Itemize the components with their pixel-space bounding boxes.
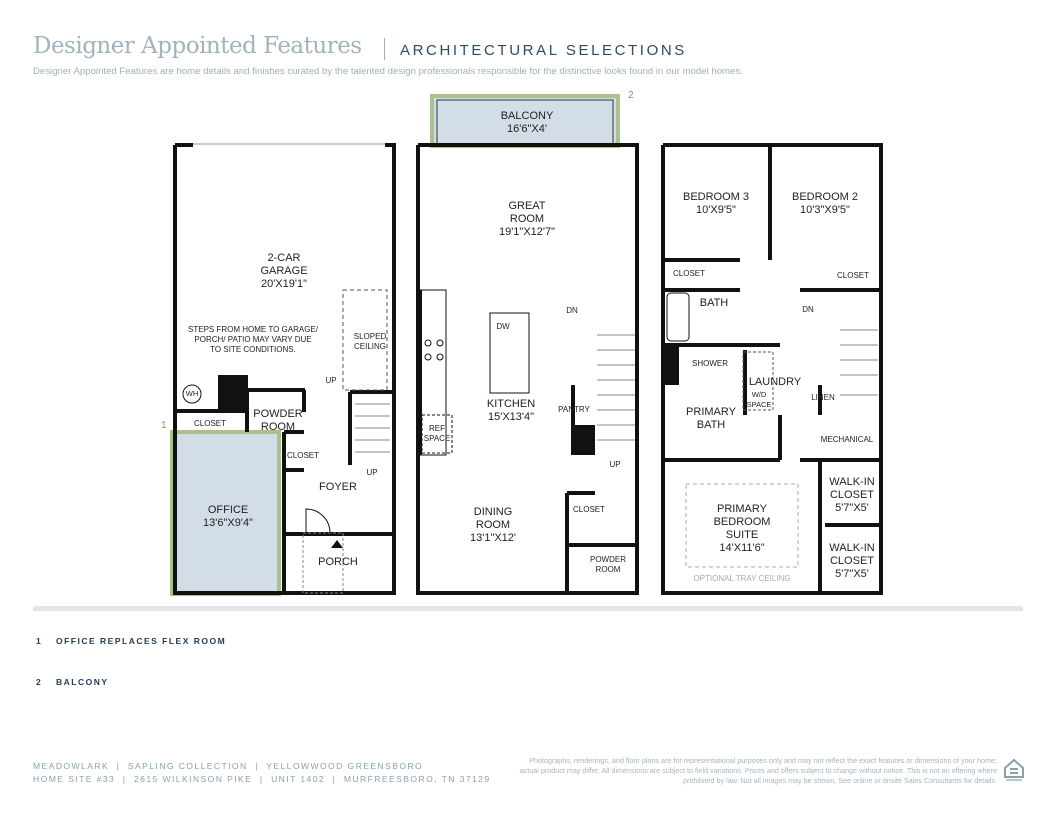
bath-label: BATH — [699, 297, 729, 309]
pantry-label: PANTRY — [558, 405, 590, 414]
mechanical-label: MECHANICAL — [820, 435, 874, 444]
note-text: BALCONY — [56, 677, 109, 687]
note-item: 1 OFFICE REPLACES FLEX ROOM — [36, 636, 226, 646]
closet-label: CLOSET — [193, 419, 227, 428]
linen-label: LINEN — [811, 393, 835, 402]
plan1-walls — [173, 143, 396, 595]
dining-room-label: DINING ROOM 13'1"X12' — [469, 506, 517, 544]
office-highlight — [170, 430, 281, 596]
garage-label: 2-CAR GARAGE 20'X19'1" — [260, 252, 308, 290]
closet-label: CLOSET — [572, 505, 606, 514]
walk-in-closet-label: WALK-IN CLOSET 5'7"X5' — [829, 542, 875, 580]
down-label: DN — [566, 306, 578, 315]
porch-label: PORCH — [318, 556, 358, 568]
down-label: DN — [802, 305, 814, 314]
shower-label: SHOWER — [692, 359, 728, 368]
foyer-label: FOYER — [319, 481, 357, 493]
footer-address: HOME SITE #33 | 2615 WILKINSON PIKE | UN… — [33, 774, 491, 784]
primary-suite-label: PRIMARY BEDROOM SUITE 14'X11'6" — [713, 503, 771, 554]
page-subtitle: ARCHITECTURAL SELECTIONS — [400, 42, 687, 59]
up-label: UP — [325, 376, 337, 385]
balcony-label: BALCONY 16'6"X4' — [500, 110, 554, 135]
closet-label: CLOSET — [672, 269, 706, 278]
great-room-label: GREAT ROOM 19'1"X12'7" — [498, 200, 556, 238]
ref-space-label: REF SPACE — [423, 424, 451, 443]
plan3-walls — [661, 143, 883, 595]
bedroom-3-label: BEDROOM 3 10'X9'5" — [682, 191, 750, 216]
marker-1: 1 — [161, 420, 167, 431]
laundry-label: LAUNDRY — [748, 376, 802, 388]
water-heater-label: WH — [185, 389, 199, 398]
note-number: 1 — [36, 636, 43, 646]
kitchen-label: KITCHEN 15'X13'4" — [486, 398, 536, 423]
marker-2: 2 — [628, 90, 634, 101]
steps-note: STEPS FROM HOME TO GARAGE/ PORCH/ PATIO … — [188, 325, 318, 354]
powder-room-label: POWDER ROOM — [590, 555, 626, 574]
note-text: OFFICE REPLACES FLEX ROOM — [56, 636, 227, 646]
page-title: Designer Appointed Features — [33, 33, 362, 59]
powder-room-label: POWDER ROOM — [253, 408, 303, 433]
bedroom-2-label: BEDROOM 2 10'3"X9'5" — [791, 191, 859, 216]
section-divider — [33, 606, 1023, 611]
page-description: Designer Appointed Features are home det… — [33, 66, 743, 77]
note-number: 2 — [36, 677, 43, 687]
closet-label: CLOSET — [836, 271, 870, 280]
up-label: UP — [609, 460, 621, 469]
note-item: 2 BALCONY — [36, 677, 109, 687]
legal-disclaimer: Photographs, renderings, and floor plans… — [519, 756, 997, 785]
closet-label: CLOSET — [286, 451, 320, 460]
sloped-ceiling-label: SLOPED CEILING — [353, 332, 387, 351]
primary-bath-label: PRIMARY BATH — [686, 406, 736, 431]
walk-in-closet-label: WALK-IN CLOSET 5'7"X5' — [829, 476, 875, 514]
wd-space-label: W/D SPACE — [746, 390, 772, 409]
office-label: OFFICE 13'6"X9'4" — [203, 504, 253, 529]
up-label: UP — [366, 468, 378, 477]
title-divider — [384, 38, 385, 60]
equal-housing-icon — [1004, 758, 1024, 781]
footer-community: MEADOWLARK | SAPLING COLLECTION | YELLOW… — [33, 761, 424, 771]
dishwasher-label: DW — [496, 322, 510, 331]
tray-ceiling-label: OPTIONAL TRAY CEILING — [693, 574, 791, 583]
